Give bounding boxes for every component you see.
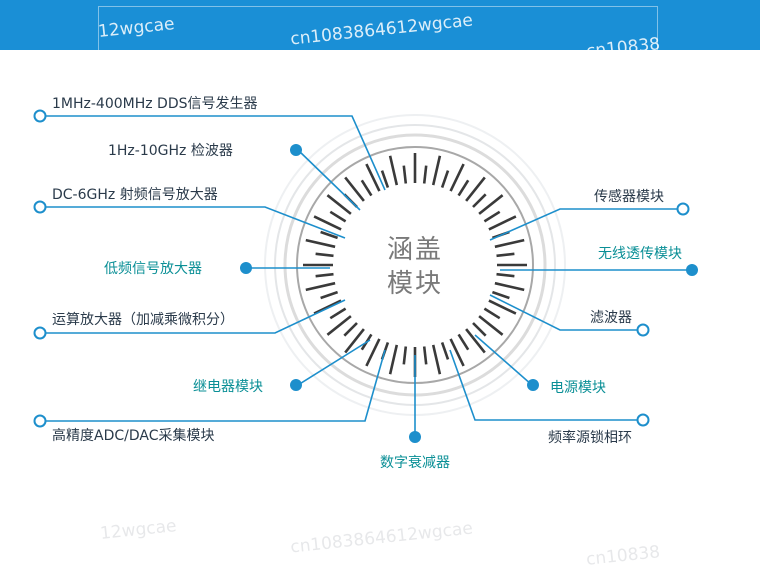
tick-mark bbox=[313, 299, 342, 315]
center-title-line1: 涵盖 bbox=[387, 235, 443, 265]
banner-frame bbox=[98, 6, 658, 50]
tick-mark bbox=[315, 272, 334, 278]
tick-mark bbox=[449, 163, 465, 192]
label-detector: 1Hz-10GHz 检波器 bbox=[108, 143, 233, 159]
tick-mark bbox=[305, 238, 336, 249]
marker-lf-amp bbox=[240, 262, 252, 274]
label-rf-amplifier: DC-6GHz 射频信号放大器 bbox=[52, 187, 218, 203]
tick-mark bbox=[315, 252, 334, 258]
tick-mark bbox=[365, 163, 381, 192]
tick-mark bbox=[305, 281, 336, 292]
tick-mark bbox=[320, 230, 339, 240]
connector-adc bbox=[42, 349, 386, 422]
connector-relay bbox=[297, 339, 371, 386]
label-lf-amplifier: 低频信号放大器 bbox=[104, 261, 202, 277]
tick-mark bbox=[496, 272, 515, 278]
tick-mark bbox=[431, 155, 442, 186]
tick-mark bbox=[388, 344, 399, 375]
marker-relay bbox=[290, 379, 302, 391]
tick-mark bbox=[491, 290, 510, 300]
tick-mark bbox=[483, 307, 501, 320]
connector-dds bbox=[42, 115, 386, 191]
tick-mark bbox=[478, 194, 504, 215]
tick-mark bbox=[488, 299, 517, 315]
tick-mark bbox=[488, 215, 517, 231]
tick-mark bbox=[422, 346, 428, 365]
tick-mark bbox=[360, 179, 373, 197]
label-relay: 继电器模块 bbox=[193, 379, 263, 395]
tick-mark bbox=[320, 290, 339, 300]
tick-mark bbox=[465, 176, 486, 202]
label-adc-dac: 高精度ADC/DAC采集模块 bbox=[52, 427, 215, 444]
tick-mark bbox=[440, 170, 450, 189]
tick-mark bbox=[326, 315, 352, 336]
label-pll: 频率源锁相环 bbox=[548, 429, 632, 446]
connector-opamp bbox=[42, 299, 346, 334]
tick-mark bbox=[329, 307, 347, 320]
label-dds-generator: 1MHz-400MHz DDS信号发生器 bbox=[52, 96, 258, 112]
marker-sensor bbox=[676, 202, 690, 216]
connector-sensor bbox=[489, 208, 683, 241]
tick-mark bbox=[440, 341, 450, 360]
tick-mark bbox=[402, 346, 408, 365]
connector-rf-amp bbox=[42, 206, 346, 239]
tick-mark bbox=[402, 165, 408, 184]
marker-pll bbox=[636, 413, 650, 427]
markers bbox=[33, 109, 698, 443]
marker-power bbox=[527, 379, 539, 391]
tick-mark bbox=[431, 344, 442, 375]
label-sensor: 传感器模块 bbox=[594, 188, 664, 205]
tick-mark bbox=[388, 155, 399, 186]
connector-power bbox=[474, 334, 533, 386]
tick-mark bbox=[465, 328, 486, 354]
label-power: 电源模块 bbox=[550, 380, 606, 396]
tick-mark bbox=[496, 252, 515, 258]
tick-mark bbox=[313, 215, 342, 231]
tick-mark bbox=[494, 281, 525, 292]
tick-mark bbox=[483, 210, 501, 223]
center-title-line2: 模块 bbox=[387, 269, 443, 299]
radial-ticks bbox=[303, 153, 527, 377]
marker-rf-amp bbox=[33, 200, 47, 214]
connector-lines bbox=[42, 115, 692, 437]
tick-mark bbox=[344, 328, 365, 354]
marker-adc bbox=[33, 414, 47, 428]
tick-mark bbox=[449, 338, 465, 367]
label-digital-attenuator: 数字衰减器 bbox=[380, 454, 450, 471]
connector-detector bbox=[297, 149, 361, 211]
label-wireless: 无线透传模块 bbox=[598, 246, 682, 262]
tick-mark bbox=[365, 338, 381, 367]
label-filter: 滤波器 bbox=[590, 310, 632, 326]
connector-pll bbox=[449, 349, 643, 421]
marker-dds bbox=[33, 109, 47, 123]
tick-mark bbox=[472, 193, 487, 208]
tick-mark bbox=[457, 179, 470, 197]
tick-mark bbox=[472, 322, 487, 337]
marker-detector bbox=[290, 144, 302, 156]
connector-filter bbox=[489, 294, 643, 331]
tick-mark bbox=[422, 165, 428, 184]
tick-mark bbox=[344, 176, 365, 202]
tick-mark bbox=[457, 333, 470, 351]
label-op-amp: 运算放大器（加减乘微积分） bbox=[52, 312, 234, 328]
marker-attenuator bbox=[409, 431, 421, 443]
tick-mark bbox=[343, 322, 358, 337]
top-banner bbox=[0, 0, 760, 50]
tick-mark bbox=[380, 170, 390, 189]
marker-wireless bbox=[686, 264, 698, 276]
marker-opamp bbox=[33, 326, 47, 340]
marker-filter bbox=[636, 323, 650, 337]
tick-mark bbox=[329, 210, 347, 223]
tick-mark bbox=[326, 194, 352, 215]
tick-mark bbox=[478, 315, 504, 336]
tick-mark bbox=[494, 238, 525, 249]
